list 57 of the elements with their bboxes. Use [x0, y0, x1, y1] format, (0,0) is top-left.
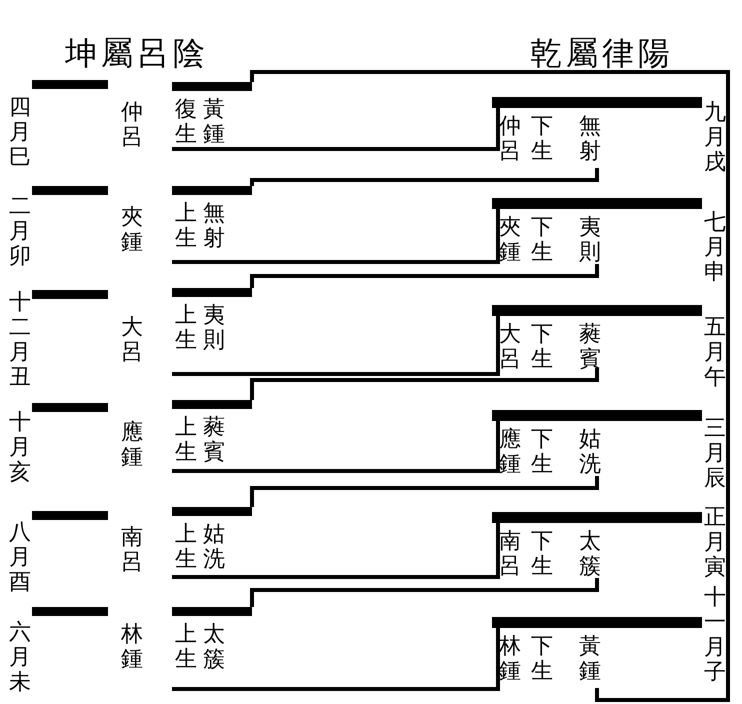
heading: 乾屬律陽	[530, 33, 674, 74]
connector-line	[250, 368, 599, 400]
connector-line	[250, 264, 599, 288]
heading: 坤屬呂陰	[65, 33, 209, 74]
generation-text: 太簇	[578, 529, 602, 579]
generation-text: 蕤賓	[202, 415, 226, 465]
month-label: 十二月丑	[8, 290, 32, 390]
generation-text: 下生	[530, 634, 554, 684]
month-label: 十一月子	[703, 585, 727, 685]
generation-text: 上生	[174, 303, 198, 353]
generation-text: 上生	[174, 415, 198, 465]
month-label: 九月戌	[703, 100, 727, 175]
month-label: 五月午	[703, 315, 727, 390]
generation-text: 下生	[530, 114, 554, 164]
month-label: 七月申	[703, 210, 727, 285]
generation-text: 仲呂	[498, 114, 522, 164]
connector-line	[250, 578, 599, 607]
generation-text: 下生	[530, 529, 554, 579]
generation-text: 上生	[174, 522, 198, 572]
yang-line-block	[492, 305, 702, 372]
generation-text: 下生	[530, 215, 554, 265]
generation-text: 蕤賓	[578, 322, 602, 372]
generation-text: 林鍾	[498, 634, 522, 684]
generation-text: 復生	[174, 97, 198, 147]
pitch-name: 大呂	[120, 315, 144, 365]
generation-text: 無射	[202, 201, 226, 251]
connector-line	[250, 476, 599, 507]
generation-text: 夾鍾	[498, 215, 522, 265]
month-label: 六月未	[8, 620, 32, 695]
generation-text: 無射	[578, 114, 602, 164]
generation-text: 夷則	[578, 215, 602, 265]
pitch-name: 應鍾	[120, 420, 144, 470]
pitch-name: 林鍾	[120, 622, 144, 672]
generation-text: 太簇	[202, 622, 226, 672]
generation-text: 下生	[530, 427, 554, 477]
generation-text: 黃鍾	[202, 97, 226, 147]
generation-text: 上生	[174, 201, 198, 251]
generation-text: 大呂	[498, 322, 522, 372]
generation-text: 下生	[530, 322, 554, 372]
pitch-name: 南呂	[120, 525, 144, 575]
generation-text: 姑洗	[578, 427, 602, 477]
month-label: 正月寅	[703, 505, 727, 580]
pitch-name: 仲呂	[120, 100, 144, 150]
month-label: 八月酉	[8, 520, 32, 595]
month-label: 十月亥	[8, 410, 32, 485]
generation-text: 應鍾	[498, 427, 522, 477]
month-label: 二月卯	[8, 194, 32, 269]
month-label: 四月巳	[8, 95, 32, 170]
generation-text: 黃鍾	[578, 634, 602, 684]
connector-line	[250, 168, 599, 186]
generation-text: 上生	[174, 622, 198, 672]
connector-line	[250, 70, 730, 702]
month-label: 三月辰	[703, 416, 727, 491]
pitch-name: 夾鍾	[120, 205, 144, 255]
generation-text: 姑洗	[202, 522, 226, 572]
generation-text: 南呂	[498, 529, 522, 579]
generation-text: 夷則	[202, 303, 226, 353]
